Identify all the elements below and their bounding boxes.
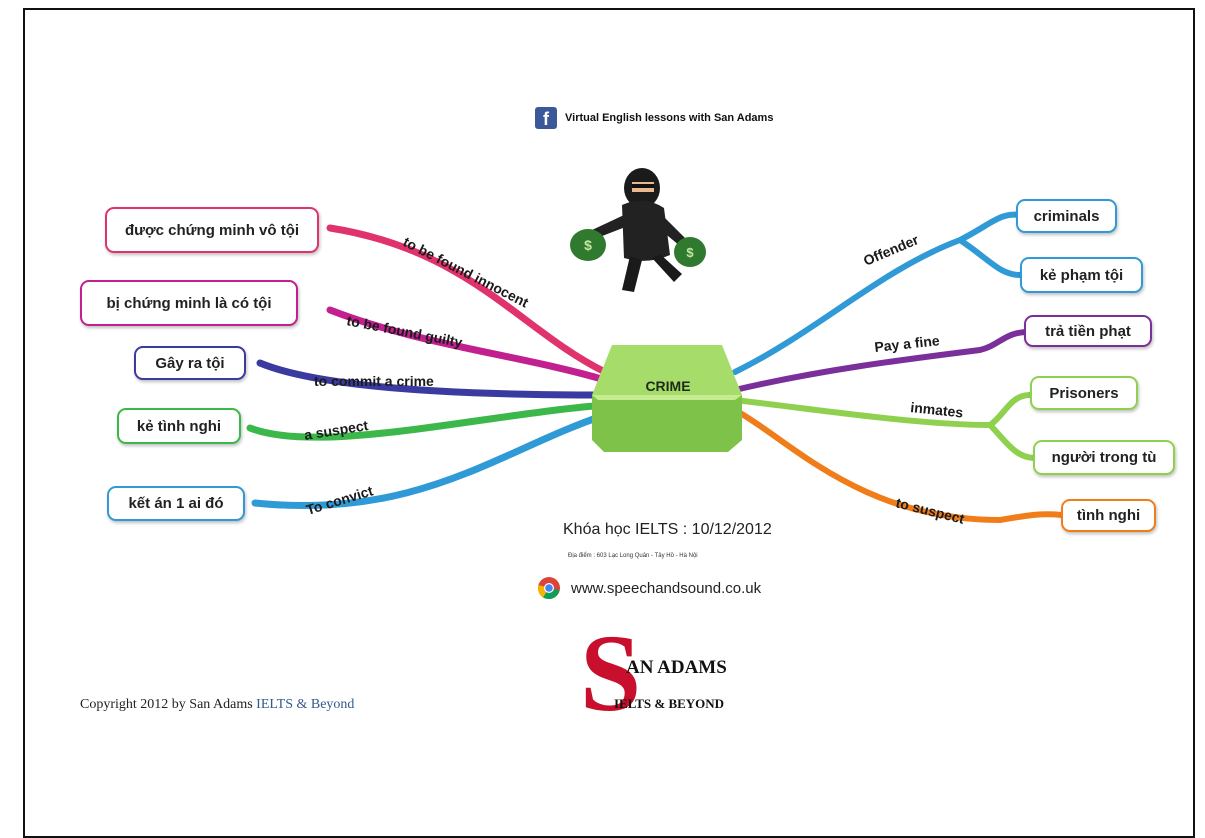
branch-line-convict bbox=[251, 411, 609, 510]
header-text: Virtual English lessons with San Adams bbox=[565, 112, 774, 124]
node-guilty-vi: bị chứng minh là có tội bbox=[80, 280, 298, 326]
logo-s-letter: S bbox=[580, 612, 641, 722]
chrome-icon bbox=[537, 577, 560, 600]
website-text[interactable]: www.speechandsound.co.uk bbox=[571, 579, 762, 597]
logo-line2: IELTS & BEYOND bbox=[614, 696, 725, 711]
branch-label-innocent: to be found innocent bbox=[401, 233, 532, 310]
branch-line-tosuspect bbox=[732, 407, 1065, 524]
center-node bbox=[592, 345, 742, 452]
center-label: CRIME bbox=[645, 378, 691, 394]
node-prisoners: Prisoners bbox=[1030, 376, 1138, 410]
node-convict-vi: kết án 1 ai đó bbox=[107, 486, 245, 521]
svg-text:$: $ bbox=[584, 237, 592, 253]
branch-line-inmates bbox=[732, 392, 1038, 461]
svg-text:S: S bbox=[580, 612, 641, 722]
branch-line-commit bbox=[256, 359, 609, 399]
logo-line1: AN ADAMS bbox=[626, 657, 727, 678]
branch-label-guilty: to be found guilty bbox=[345, 312, 464, 350]
branch-line-offender bbox=[732, 211, 1023, 375]
node-criminals: criminals bbox=[1016, 199, 1117, 233]
copyright-prefix: Copyright 2012 by San Adams bbox=[80, 697, 257, 712]
node-inmates-vi: người trong tù bbox=[1033, 440, 1175, 475]
branch-label-inmates: inmates bbox=[910, 399, 965, 420]
branch-label-convict: To convict bbox=[304, 482, 375, 518]
san-adams-logo: S AN ADAMS IELTS & BEYOND bbox=[578, 612, 753, 722]
branch-line-guilty bbox=[326, 306, 609, 384]
copyright-brand: IELTS & Beyond bbox=[256, 697, 355, 712]
branch-label-fine: Pay a fine bbox=[874, 332, 941, 355]
node-offender-vi: kẻ phạm tội bbox=[1020, 257, 1143, 293]
thief-illustration: $ $ bbox=[570, 168, 706, 292]
branch-line-innocent bbox=[326, 224, 609, 376]
branch-label-tosuspect: to suspect bbox=[894, 494, 966, 527]
header: f Virtual English lessons with San Adams bbox=[535, 107, 773, 129]
branch-line-suspect bbox=[246, 401, 609, 441]
facebook-icon[interactable]: f bbox=[535, 107, 557, 129]
node-commit-vi: Gây ra tội bbox=[134, 346, 246, 380]
copyright: Copyright 2012 by San Adams IELTS & Beyo… bbox=[80, 697, 354, 713]
branch-label-commit: to commit a crime bbox=[314, 373, 434, 389]
node-suspect-vi: kẻ tình nghi bbox=[117, 408, 241, 444]
node-innocent-vi: được chứng minh vô tội bbox=[105, 207, 319, 253]
svg-text:$: $ bbox=[686, 245, 694, 260]
branch-line-fine bbox=[732, 329, 1031, 393]
website-link[interactable]: www.speechandsound.co.uk bbox=[537, 576, 761, 600]
node-fine-vi: trả tiền phạt bbox=[1024, 315, 1152, 347]
course-address: Địa điểm : 603 Lạc Long Quân - Tây Hồ - … bbox=[568, 553, 698, 559]
course-info: Khóa học IELTS : 10/12/2012 bbox=[563, 521, 772, 538]
node-tosuspect-vi: tình nghi bbox=[1061, 499, 1156, 532]
